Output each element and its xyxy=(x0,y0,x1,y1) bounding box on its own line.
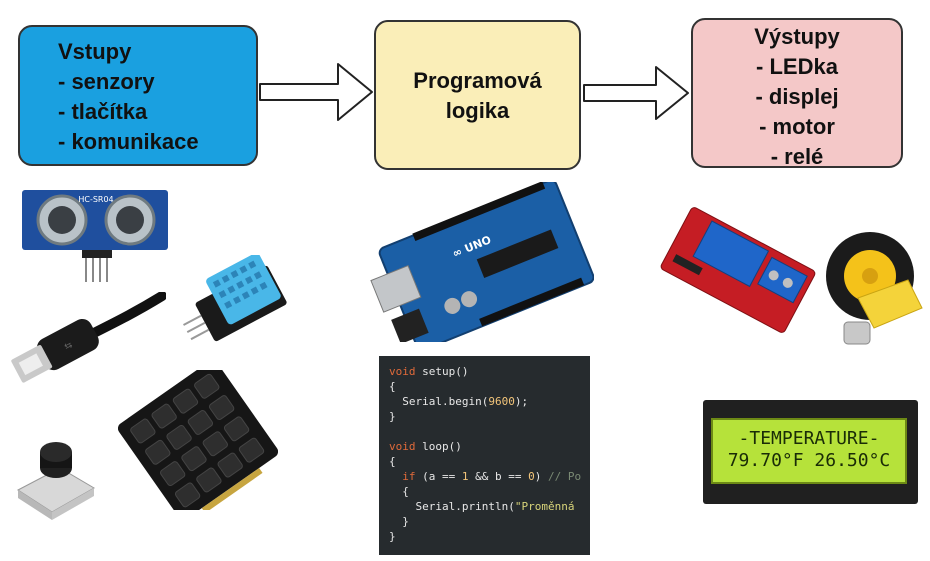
logic-box: Programová logika xyxy=(374,20,581,170)
outputs-title: Výstupy xyxy=(754,24,840,49)
code-line-7: { xyxy=(389,455,396,468)
code-line-6: void loop() xyxy=(389,440,462,453)
code-snippet: void setup() { Serial.begin(9600); } voi… xyxy=(379,356,590,555)
inputs-item-communication: - komunikace xyxy=(58,129,199,154)
code-line-3: Serial.begin(9600); xyxy=(389,395,529,408)
outputs-item-display: - displej xyxy=(755,84,839,109)
logic-title-line1: Programová xyxy=(413,68,542,93)
arrow-inputs-to-logic xyxy=(259,63,373,121)
lcd-line-2: 79.70°F 26.50°C xyxy=(727,450,891,471)
inputs-item-sensors: - senzory xyxy=(58,69,155,94)
usb-cable-image: ⇆ xyxy=(11,292,166,383)
push-button-image xyxy=(17,442,95,520)
code-line-9: { xyxy=(389,485,409,498)
code-line-11: } xyxy=(389,515,409,528)
motor-wheel-image xyxy=(826,232,923,345)
code-line-4: } xyxy=(389,410,396,423)
inputs-box: Vstupy - senzory - tlačítka - komunikace xyxy=(18,25,258,166)
svg-text:⇆: ⇆ xyxy=(63,340,75,353)
code-line-1: void setup() xyxy=(389,365,469,378)
ultrasonic-label: HC-SR04 xyxy=(78,195,113,204)
inputs-title: Vstupy xyxy=(58,39,132,64)
outputs-item-led: - LEDka xyxy=(756,54,838,79)
lcd-screen: -TEMPERATURE- 79.70°F 26.50°C xyxy=(711,418,907,484)
ultrasonic-sensor-image: HC-SR04 xyxy=(22,190,168,282)
arduino-board-image: ∞ UNO xyxy=(370,182,594,342)
code-line-10: Serial.println("Proměnná xyxy=(389,500,575,513)
code-line-8: if (a == 1 && b == 0) // Po xyxy=(402,470,582,483)
keypad-image xyxy=(118,370,278,510)
code-line-2: { xyxy=(389,380,396,393)
inputs-item-buttons: - tlačítka xyxy=(58,99,148,124)
lcd-line-1: -TEMPERATURE- xyxy=(738,428,880,449)
temperature-sensor-image xyxy=(183,255,287,342)
outputs-item-motor: - motor xyxy=(759,114,835,139)
outputs-item-relay: - relé xyxy=(770,144,824,169)
arrow-logic-to-outputs xyxy=(583,66,689,120)
lcd-display: -TEMPERATURE- 79.70°F 26.50°C xyxy=(703,400,918,504)
relay-module-image xyxy=(660,207,816,333)
outputs-box: Výstupy - LEDka - displej - motor - relé xyxy=(691,18,903,169)
logic-title-line2: logika xyxy=(445,98,510,123)
code-line-12: } xyxy=(389,530,396,543)
